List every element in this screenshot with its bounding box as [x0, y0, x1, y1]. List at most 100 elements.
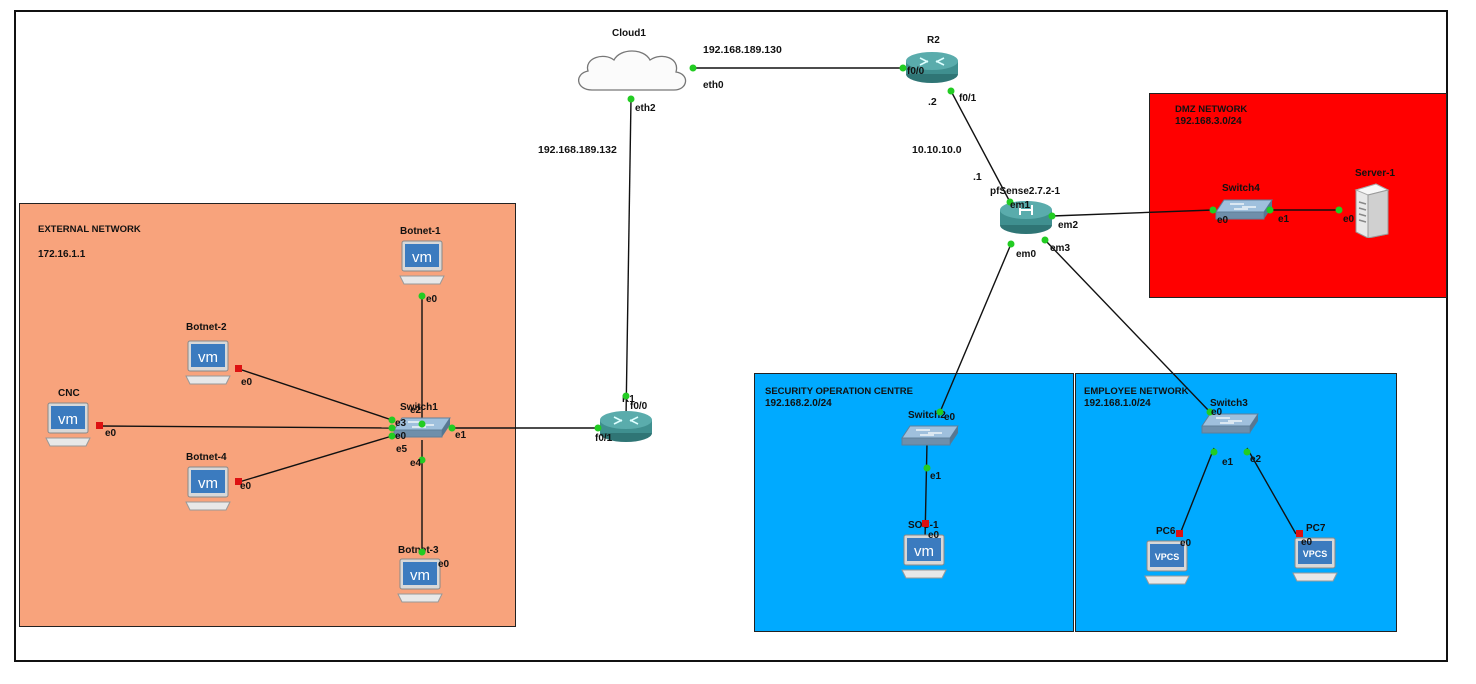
botnet4-host[interactable]: vm: [184, 466, 232, 512]
port-label-pc7-e0: e0: [1301, 537, 1313, 548]
cloud1-node[interactable]: [570, 44, 695, 98]
pc6-label: PC6: [1156, 526, 1176, 537]
ip-r2-side: .2: [928, 96, 937, 108]
zone-soc-subnet: 192.168.2.0/24: [765, 398, 832, 409]
link-switch1-botnet4: [238, 435, 393, 483]
zone-external-subnet: 172.16.1.1: [38, 249, 86, 260]
zone-security-operation-centre: SECURITY OPERATION CENTRE 192.168.2.0/24: [754, 373, 1074, 632]
link-pfsense-switch3: [1044, 239, 1211, 413]
port-label-sw1-e3: e3: [395, 418, 407, 429]
ip-cloud-r2: 192.168.189.130: [703, 44, 782, 56]
port-label-sw1-e1: e1: [455, 430, 467, 441]
port-label-pf-em0: em0: [1016, 249, 1037, 260]
port-label-sw2-e1: e1: [930, 471, 942, 482]
switch2-node[interactable]: [900, 424, 960, 448]
zone-employee-subnet: 192.168.1.0/24: [1084, 398, 1151, 409]
svg-text:vm: vm: [198, 349, 218, 366]
vm-computer-icon: vm: [901, 534, 947, 579]
zone-employee-title: EMPLOYEE NETWORK: [1084, 386, 1189, 397]
pc6-host[interactable]: VPCS: [1144, 540, 1190, 586]
firewall-icon: [1000, 201, 1052, 234]
vm-computer-icon: vm: [399, 240, 445, 285]
botnet2-host[interactable]: vm: [184, 340, 232, 386]
router-icon: [906, 52, 958, 83]
vm-computer-icon: vm: [185, 466, 231, 511]
port-label-pc6-e0: e0: [1180, 538, 1192, 549]
port-label-b2-e0: e0: [241, 377, 253, 388]
firewall-pfsense[interactable]: [998, 199, 1054, 235]
svg-text:VPCS: VPCS: [1303, 549, 1328, 559]
port-label-cnc-e0: e0: [105, 428, 117, 439]
switch4-node[interactable]: [1214, 198, 1274, 222]
port-label-sw3-e0: e0: [1211, 407, 1223, 418]
link-r2-pfsense: [950, 90, 1011, 203]
svg-text:vm: vm: [914, 543, 934, 560]
link-switch3-pc6: [1179, 447, 1215, 535]
port-label-sw4-e0: e0: [1217, 215, 1229, 226]
port-label-b3-e0: e0: [438, 559, 450, 570]
port-label-sw1-e4: e4: [410, 458, 422, 469]
link-switch1-botnet2: [238, 368, 393, 421]
cnc-host[interactable]: vm: [44, 402, 92, 448]
zone-dmz-title: DMZ NETWORK: [1175, 104, 1248, 115]
zone-dmz-network: DMZ NETWORK 192.168.3.0/24: [1149, 93, 1447, 298]
port-label-sw1-e0: e0: [395, 431, 407, 442]
cloud1-label: Cloud1: [612, 28, 646, 39]
svg-text:vm: vm: [198, 475, 218, 492]
port-label-cloud-eth0: eth0: [703, 80, 724, 91]
vm-computer-icon: vm: [185, 340, 231, 385]
switch4-label: Switch4: [1222, 183, 1260, 194]
port-label-pf-em1: em1: [1010, 200, 1031, 211]
botnet2-label: Botnet-2: [186, 322, 227, 333]
router-r1[interactable]: [598, 409, 654, 443]
link-cloud-r1: [625, 98, 632, 419]
ip-r2-pf-net: 10.10.10.0: [912, 144, 962, 156]
cnc-label: CNC: [58, 388, 80, 399]
port-label-r2-f01: f0/1: [959, 93, 977, 104]
zone-dmz-subnet: 192.168.3.0/24: [1175, 116, 1242, 127]
switch-icon: [1215, 199, 1273, 220]
pc7-host[interactable]: VPCS: [1292, 537, 1338, 583]
port-label-r1-f01: f0/1: [595, 433, 613, 444]
link-switch1-cnc: [99, 425, 393, 429]
botnet3-host[interactable]: vm: [396, 558, 444, 604]
soc1-host[interactable]: vm: [900, 534, 948, 580]
botnet1-label: Botnet-1: [400, 226, 441, 237]
port-label-pf-em3: em3: [1050, 243, 1071, 254]
port-label-sw4-e1: e1: [1278, 214, 1290, 225]
zone-soc-title: SECURITY OPERATION CENTRE: [765, 386, 913, 397]
router-icon: [600, 411, 652, 442]
svg-text:VPCS: VPCS: [1155, 552, 1180, 562]
switch1-label: Switch1: [400, 402, 438, 413]
zone-external-title: EXTERNAL NETWORK: [38, 224, 141, 235]
vpcs-computer-icon: VPCS: [1292, 537, 1338, 582]
port-label-pf-em2: em2: [1058, 220, 1079, 231]
port-label-b1-e0: e0: [426, 294, 438, 305]
botnet4-label: Botnet-4: [186, 452, 227, 463]
ip-pf-side: .1: [973, 171, 982, 183]
port-label-r2-f00: f0/0: [907, 66, 925, 77]
server1-node[interactable]: [1350, 182, 1392, 239]
port-label-soc-e0: e0: [928, 530, 940, 541]
port-label-sw1-e5: e5: [396, 444, 408, 455]
server1-label: Server-1: [1355, 168, 1396, 179]
cloud-icon: [578, 50, 687, 91]
r2-label: R2: [927, 35, 940, 46]
router-r2[interactable]: [904, 50, 960, 84]
port-label-sw3-e1: e1: [1222, 457, 1234, 468]
botnet1-host[interactable]: vm: [398, 240, 446, 286]
svg-text:vm: vm: [412, 249, 432, 266]
switch3-label: Switch3: [1210, 398, 1248, 409]
port-label-sw2-e0: e0: [944, 412, 956, 423]
switch-icon: [901, 425, 959, 446]
svg-text:vm: vm: [58, 411, 78, 428]
ip-cloud-r1: 192.168.189.132: [538, 144, 617, 156]
switch2-label: Switch2: [908, 410, 946, 421]
link-pfsense-switch2: [939, 243, 1012, 413]
switch3-node[interactable]: [1200, 412, 1260, 436]
port-label-sw3-e2: e2: [1250, 454, 1262, 465]
port-label-b4-e0: e0: [240, 481, 252, 492]
pc7-label: PC7: [1306, 523, 1326, 534]
switch-icon: [1201, 413, 1259, 434]
